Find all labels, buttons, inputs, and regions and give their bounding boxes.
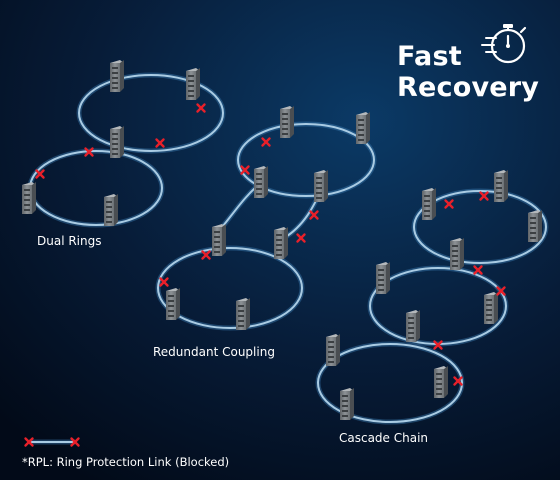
switch-icon [494, 170, 508, 202]
switch-icon [166, 288, 180, 320]
ring-dual-upper [76, 72, 226, 154]
switch-icon [254, 166, 268, 198]
legend-text: *RPL: Ring Protection Link (Blocked) [22, 455, 230, 469]
legend-rpl-icon [24, 437, 80, 447]
ring-cascade-bottom [315, 341, 465, 425]
switch-icon [314, 170, 328, 202]
label-cascade-chain: Cascade Chain [339, 431, 429, 445]
switch-icon [484, 292, 498, 324]
switch-icon [340, 388, 354, 420]
switch-icon [236, 298, 250, 330]
label-dual-rings: Dual Rings [37, 234, 102, 248]
switch-icon [528, 210, 542, 242]
title-line-2: Recovery [397, 72, 540, 103]
title-line-1: Fast [397, 41, 462, 72]
switch-icon [186, 68, 200, 100]
switch-icon [356, 112, 370, 144]
ring-coupling-upper [235, 121, 377, 199]
switch-icon [280, 106, 294, 138]
label-redundant-coupling: Redundant Coupling [153, 345, 275, 359]
switch-icon [406, 310, 420, 342]
switch-icon [376, 262, 390, 294]
switch-icon [212, 224, 226, 256]
stopwatch-icon [481, 24, 527, 64]
switch-icon [104, 194, 118, 226]
switch-icon [422, 188, 436, 220]
switch-icon [326, 334, 340, 366]
switch-icon [110, 126, 124, 158]
ring-coupling-lower [155, 245, 305, 331]
switch-icon [110, 60, 124, 92]
switch-icon [22, 182, 36, 214]
switch-icon [274, 227, 288, 259]
switch-icon [450, 238, 464, 270]
switch-icon [434, 366, 448, 398]
ring-cascade-top [411, 188, 549, 266]
